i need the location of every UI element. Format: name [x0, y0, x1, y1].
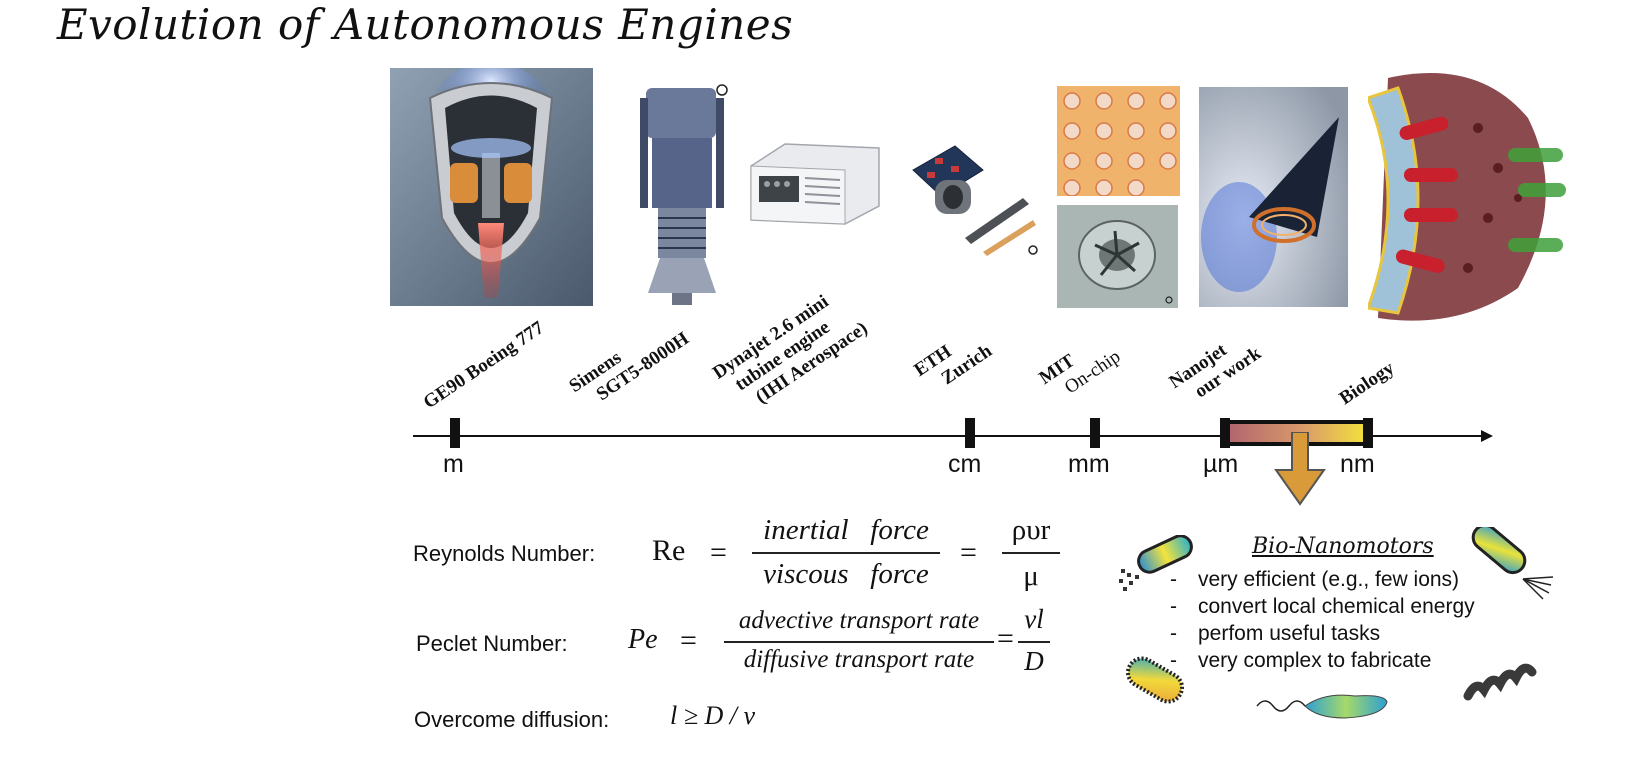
- engine-label-biology: Biology: [1335, 357, 1399, 410]
- mit-micro-turbine-image: [1057, 205, 1178, 308]
- ge90-engine-image: [390, 68, 593, 306]
- unit-label-m: m: [443, 450, 464, 478]
- page-title: Evolution of Autonomous Engines: [56, 0, 794, 49]
- reynolds-denominator: viscous force: [763, 558, 929, 590]
- biology-motor-image: [1368, 58, 1568, 330]
- reynolds-numerator-2: ρυr: [1011, 514, 1051, 546]
- tick-cm: [965, 418, 975, 448]
- engine-label-mit: MIT On-chip: [1035, 345, 1125, 399]
- diffusion-expression: l ≥ D / v: [670, 701, 756, 730]
- reynolds-label: Reynolds Number:: [413, 541, 596, 566]
- peclet-numerator-2: vl: [1024, 604, 1044, 634]
- bio-item-efficient: -very efficient (e.g., few ions): [1170, 568, 1460, 591]
- eth-zurich-engine-image: [905, 140, 1045, 262]
- bacterium-top-right-icon: [1471, 527, 1554, 600]
- bio-nanomotors-heading: Bio-Nanomotors: [1252, 534, 1434, 559]
- zoom-down-arrow: [1274, 432, 1326, 506]
- tick-nm: [1363, 418, 1373, 448]
- dynajet-engine-image: [745, 136, 885, 228]
- peclet-equals-2: =: [997, 622, 1014, 655]
- spirochete-icon: [1463, 663, 1537, 701]
- peclet-numerator: advective transport rate: [738, 607, 980, 634]
- bacterium-top-left-icon: [1119, 535, 1193, 591]
- unit-label-mm: mm: [1068, 450, 1110, 478]
- reynolds-lhs: Re: [652, 534, 686, 567]
- unit-label-um: µm: [1203, 450, 1239, 478]
- unit-label-cm: cm: [948, 450, 982, 478]
- bio-item-useful-tasks: -perfom useful tasks: [1170, 622, 1381, 645]
- reynolds-equals-1: =: [710, 536, 727, 569]
- peclet-denominator: diffusive transport rate: [743, 646, 975, 673]
- tick-m: [450, 418, 460, 448]
- flagellate-cell-icon: [1256, 694, 1388, 719]
- reynolds-fraction-bar-2: [1002, 552, 1060, 554]
- reynolds-numerator: inertial force: [763, 514, 929, 546]
- diffusion-label: Overcome diffusion:: [414, 707, 610, 732]
- engine-label-nanojet: Nanojet our work: [1165, 339, 1265, 403]
- peclet-label: Peclet Number:: [416, 631, 568, 656]
- bacterium-bottom-left-icon: [1126, 656, 1184, 704]
- siemens-turbine-image: [632, 78, 737, 310]
- peclet-fraction-bar: [724, 641, 994, 643]
- peclet-equals-1: =: [680, 624, 697, 657]
- axis-arrowhead: [1481, 430, 1493, 442]
- nanojet-image: [1199, 87, 1348, 307]
- reynolds-denominator-2: μ: [1023, 560, 1039, 592]
- tick-mm: [1090, 418, 1100, 448]
- mit-chip-array-image: [1057, 86, 1180, 196]
- engine-label-eth: ETH Zurich: [910, 340, 996, 390]
- bio-item-complex-fabricate: -very complex to fabricate: [1170, 649, 1432, 672]
- reynolds-equals-2: =: [960, 536, 977, 569]
- engine-label-siemens: Simens SGT5-8000H: [565, 328, 693, 406]
- reynolds-fraction-bar: [752, 552, 940, 554]
- peclet-lhs: Pe: [628, 624, 658, 655]
- bio-item-chemical-energy: -convert local chemical energy: [1170, 595, 1475, 618]
- peclet-fraction-bar-2: [1018, 641, 1050, 643]
- tick-um: [1220, 418, 1230, 448]
- peclet-denominator-2: D: [1024, 646, 1044, 676]
- unit-label-nm: nm: [1340, 450, 1375, 478]
- engine-label-ge90: GE90 Boeing 777: [419, 317, 548, 414]
